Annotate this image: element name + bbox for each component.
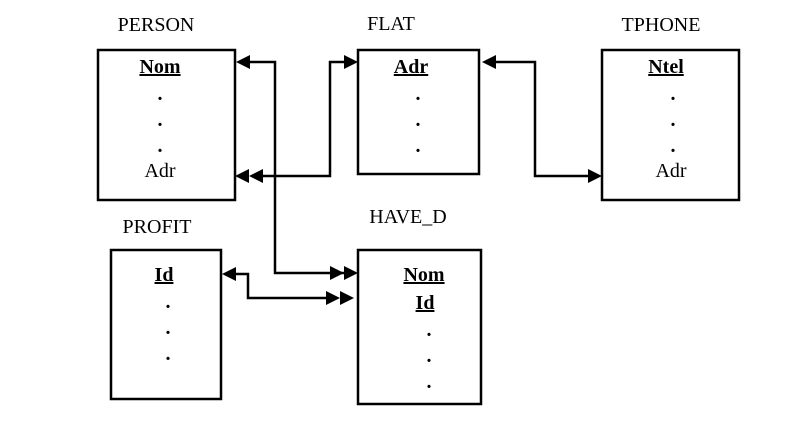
table-person[interactable]: PERSON Nom . . . Adr <box>96 14 237 202</box>
table-box-profit <box>109 248 223 401</box>
table-tphone[interactable]: TPHONE Ntel . . . Adr <box>600 14 741 202</box>
relation-tphone-adr-flat <box>482 55 602 183</box>
table-title-person: PERSON <box>118 14 195 36</box>
connector-line <box>496 60 588 178</box>
person-dot-2: . <box>158 109 163 131</box>
have-d-key-nom: Nom <box>403 264 444 286</box>
arrowhead-icon <box>249 169 263 183</box>
table-title-tphone: TPHONE <box>622 14 701 36</box>
have-d-key-id: Id <box>416 292 435 314</box>
arrowhead-icon <box>344 266 358 280</box>
table-title-have-d: HAVE_D <box>369 206 446 228</box>
have-d-dot-3: . <box>427 371 432 393</box>
arrowhead-icon <box>222 267 236 281</box>
flat-key-adr: Adr <box>394 56 429 78</box>
table-profit[interactable]: PROFIT Id . . . <box>109 216 223 401</box>
connector-line <box>262 60 344 178</box>
person-dot-1: . <box>158 83 163 105</box>
arrowhead-icon <box>482 55 496 69</box>
arrowhead-icon <box>340 291 354 305</box>
connector-line <box>250 60 344 275</box>
table-box-tphone <box>600 48 741 202</box>
relation-person-adr-flat <box>235 55 358 183</box>
table-title-flat: FLAT <box>367 13 415 35</box>
tphone-dot-3: . <box>671 135 676 157</box>
arrowhead-icon <box>236 55 250 69</box>
table-box-flat <box>356 48 481 176</box>
profit-dot-1: . <box>166 291 171 313</box>
profit-key-id: Id <box>155 264 174 286</box>
profit-dot-3: . <box>166 343 171 365</box>
table-have-d[interactable]: HAVE_D Nom Id . . . <box>356 206 483 406</box>
have-d-dot-2: . <box>427 345 432 367</box>
tphone-key-ntel: Ntel <box>648 56 684 78</box>
arrowhead-icon <box>588 169 602 183</box>
have-d-dot-1: . <box>427 319 432 341</box>
person-dot-3: . <box>158 135 163 157</box>
relation-have-d-nom-person <box>236 55 358 280</box>
flat-dot-3: . <box>416 135 421 157</box>
tphone-dot-2: . <box>671 109 676 131</box>
table-box-person <box>96 48 237 202</box>
arrowhead-icon <box>330 266 344 280</box>
relation-have-d-id-profit <box>222 267 354 305</box>
flat-dot-1: . <box>416 83 421 105</box>
person-attr-adr: Adr <box>144 160 175 182</box>
arrowhead-icon <box>235 169 249 183</box>
arrowhead-icon <box>326 291 340 305</box>
table-title-profit: PROFIT <box>123 216 192 238</box>
table-flat[interactable]: FLAT Adr . . . <box>356 13 481 176</box>
tphone-attr-adr: Adr <box>655 160 686 182</box>
person-key-nom: Nom <box>139 56 180 78</box>
profit-dot-2: . <box>166 317 171 339</box>
arrowhead-icon <box>344 55 358 69</box>
flat-dot-2: . <box>416 109 421 131</box>
table-box-have-d <box>356 248 483 406</box>
connector-line <box>236 272 326 300</box>
tphone-dot-1: . <box>671 83 676 105</box>
